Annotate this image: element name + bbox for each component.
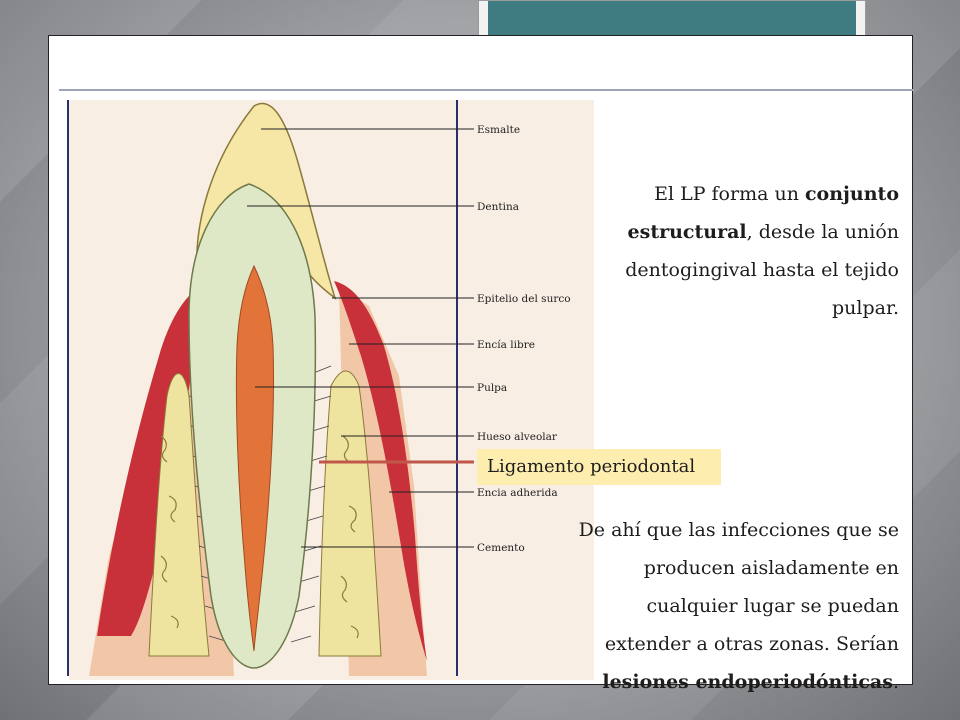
left-alveolar-bone	[148, 373, 210, 657]
right-gingiva	[334, 281, 427, 661]
p2-text-a: De ahí que las infecciones que se produc…	[578, 519, 899, 655]
pulp	[235, 264, 274, 652]
p2-bold: lesiones endoperiodónticas	[602, 671, 893, 693]
p1-text-c: , desde la unión dentogingival hasta el …	[625, 221, 899, 319]
label-esmalte: Esmalte	[477, 124, 520, 136]
p2-text-c: .	[892, 671, 899, 693]
label-pointers	[247, 128, 474, 548]
p1-text-a: El LP forma un	[654, 183, 805, 205]
p1-bold: conjunto estructural	[627, 183, 899, 243]
ligamento-periodontal-highlight: Ligamento periodontal	[477, 449, 721, 485]
label-encia-adherida: Encia adherida	[477, 487, 558, 499]
content-frame: Esmalte Dentina Epitelio del surco Encía…	[48, 35, 914, 693]
paragraph-conjunto-estructural: El LP forma un conjunto estructural, des…	[569, 175, 899, 327]
label-hueso-alveolar: Hueso alveolar	[477, 431, 558, 443]
label-encia-libre: Encía libre	[477, 339, 535, 351]
label-epitelio-del-surco: Epitelio del surco	[477, 293, 571, 305]
label-pulpa: Pulpa	[477, 382, 507, 394]
bone-trabeculae	[160, 435, 359, 639]
label-cemento: Cemento	[477, 542, 525, 554]
label-dentina: Dentina	[477, 201, 519, 213]
left-gingiva	[97, 286, 201, 636]
right-alveolar-bone	[318, 370, 382, 657]
paragraph-lesiones-endoperiodonticas: De ahí que las infecciones que se produc…	[564, 511, 899, 701]
tooth-anatomy-diagram: Esmalte Dentina Epitelio del surco Encía…	[59, 89, 914, 680]
